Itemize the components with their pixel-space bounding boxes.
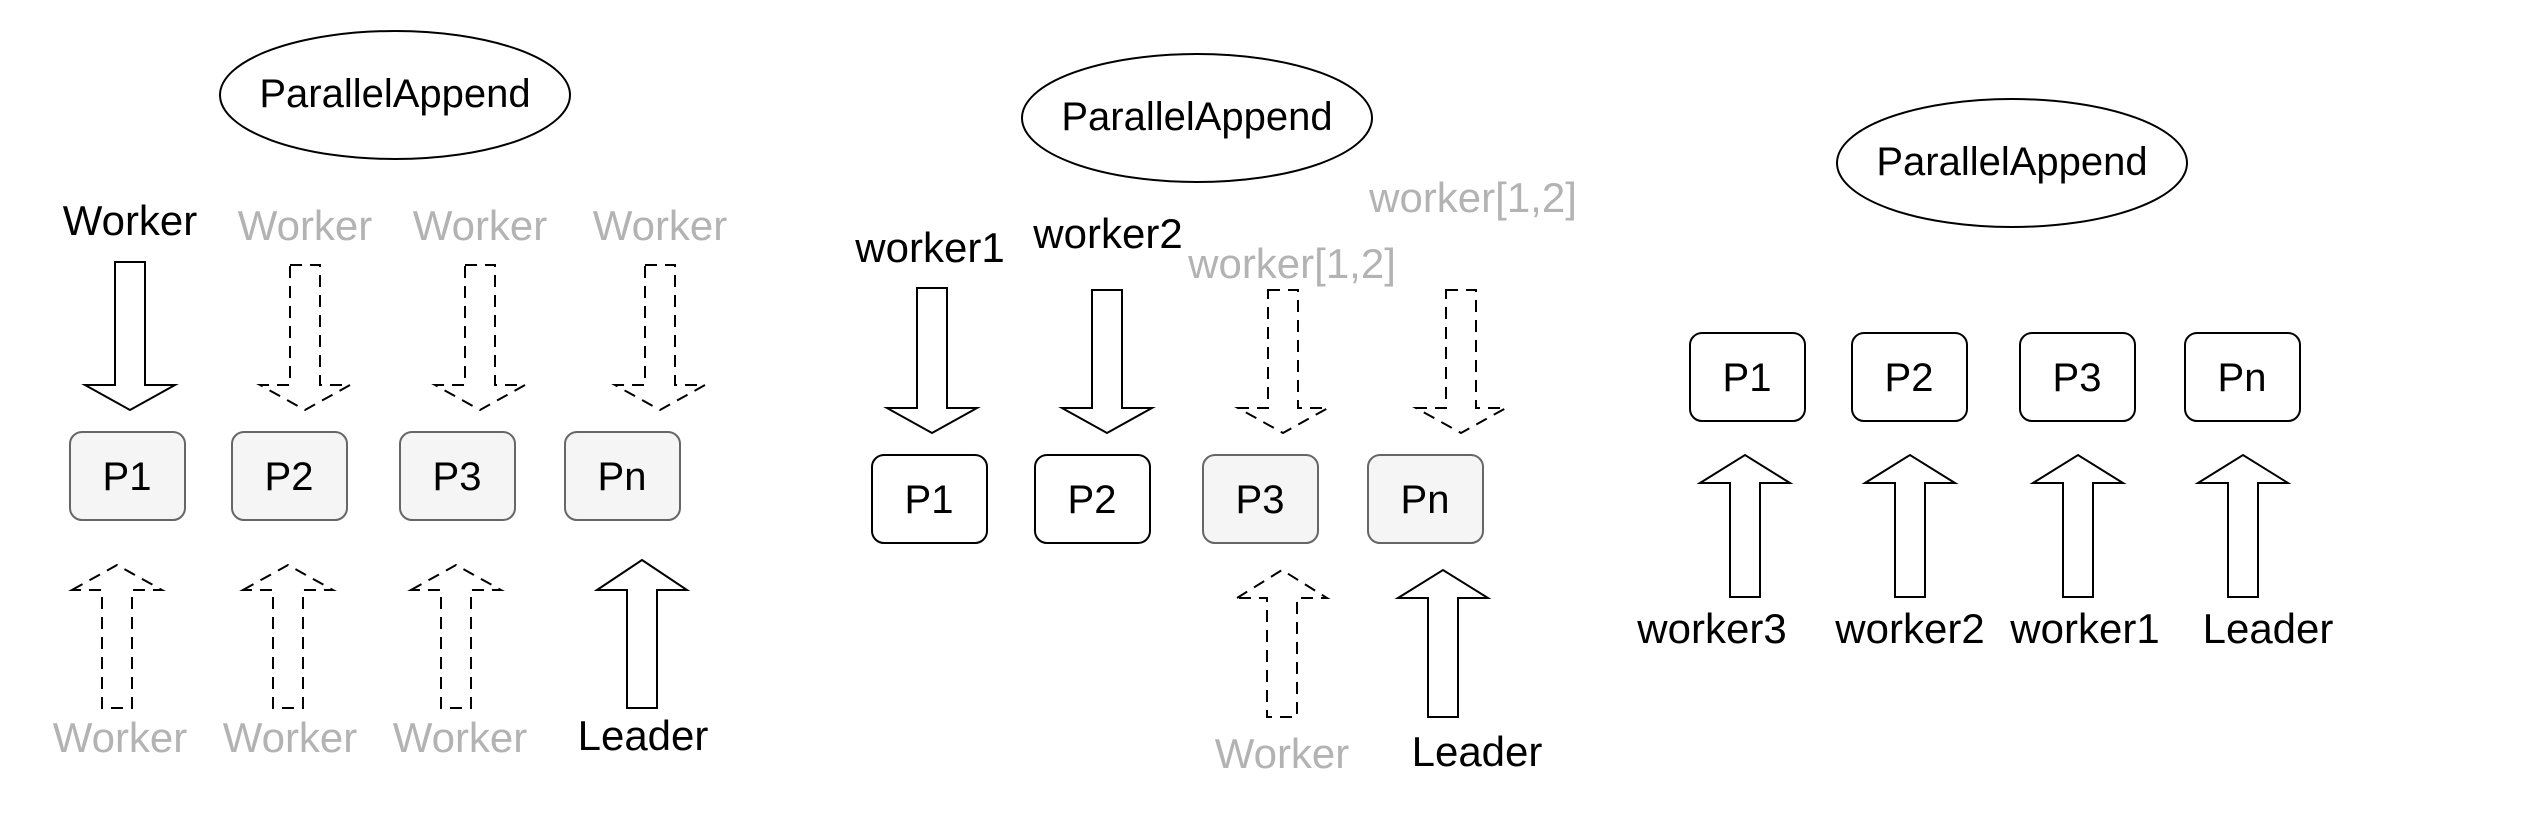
panel-2-box-2 — [1034, 454, 1151, 544]
panel-3-box-3 — [2019, 332, 2136, 422]
panel-1-top-label-4: Worker — [593, 202, 728, 249]
panel-2-top-label-2: worker2 — [1032, 210, 1182, 257]
panel-2-up-arrow-1 — [1233, 568, 1331, 718]
panel-2-bottom-label-2: Leader — [1412, 728, 1543, 775]
panel-3-bottom-label-4: Leader — [2203, 605, 2334, 652]
panel-2-box-label-4: Pn — [1401, 478, 1450, 522]
panel-1-box-4 — [564, 431, 681, 521]
panel-1-up-arrow-1 — [68, 563, 166, 709]
panel-1-down-arrow-2 — [256, 264, 354, 412]
panel-2-bottom-label-1: Worker — [1215, 730, 1350, 777]
panel-3-box-label-3: P3 — [2053, 356, 2102, 400]
panel-1-up-arrow-4 — [593, 558, 691, 709]
panel-2-box-3 — [1202, 454, 1319, 544]
panel-3-up-arrow-3 — [2029, 453, 2127, 598]
panel-2-down-arrow-4 — [1412, 289, 1510, 435]
panel-1-bottom-label-4: Leader — [578, 712, 709, 759]
panel-3-up-arrow-1 — [1696, 453, 1794, 598]
panel-1-title: ParallelAppend — [259, 72, 530, 116]
panel-3-box-2 — [1851, 332, 1968, 422]
panel-2-up-arrow-2 — [1394, 568, 1492, 718]
panel-1-title-ellipse — [219, 30, 571, 160]
panel-1-box-label-1: P1 — [103, 455, 152, 499]
panel-3-up-arrow-2 — [1861, 453, 1959, 598]
panel-3: ParallelAppend P1 P2 P3 Pn worker3 worke… — [1636, 98, 2334, 652]
panel-2-box-label-1: P1 — [905, 478, 954, 522]
panel-1: ParallelAppend Worker Worker Worker Work… — [53, 30, 728, 761]
panel-2-title-ellipse — [1021, 53, 1373, 183]
panel-2-top-label-1: worker1 — [854, 224, 1004, 271]
panel-1-up-arrow-3 — [407, 563, 505, 709]
panel-2-title: ParallelAppend — [1061, 95, 1332, 139]
panel-3-bottom-label-1: worker3 — [1636, 605, 1786, 652]
panel-1-top-label-3: Worker — [413, 202, 548, 249]
panel-1-down-arrow-4 — [611, 264, 709, 412]
panel-1-box-1 — [69, 431, 186, 521]
panel-1-box-label-3: P3 — [433, 455, 482, 499]
panel-2-box-label-3: P3 — [1236, 478, 1285, 522]
panel-2-box-4 — [1367, 454, 1484, 544]
panel-1-bottom-label-1: Worker — [53, 714, 188, 761]
panel-3-box-label-4: Pn — [2218, 356, 2267, 400]
panel-3-up-arrow-4 — [2194, 453, 2292, 598]
panel-3-box-4 — [2184, 332, 2301, 422]
panel-1-bottom-label-2: Worker — [223, 714, 358, 761]
panel-1-down-arrow-3 — [431, 264, 529, 412]
panel-2-top-label-4: worker[1,2] — [1368, 174, 1577, 221]
panel-1-box-label-4: Pn — [598, 455, 647, 499]
panel-3-box-label-1: P1 — [1723, 356, 1772, 400]
panel-3-bottom-label-2: worker2 — [1834, 605, 1984, 652]
panel-2-box-1 — [871, 454, 988, 544]
panel-1-box-2 — [231, 431, 348, 521]
panel-3-title: ParallelAppend — [1876, 140, 2147, 184]
panel-1-box-3 — [399, 431, 516, 521]
panel-1-up-arrow-2 — [239, 563, 337, 709]
panel-2-down-arrow-2 — [1058, 289, 1156, 435]
panel-3-box-1 — [1689, 332, 1806, 422]
panel-2-top-label-3: worker[1,2] — [1187, 240, 1396, 287]
panel-1-top-label-2: Worker — [238, 202, 373, 249]
panel-1-box-label-2: P2 — [265, 455, 314, 499]
panel-2-down-arrow-1 — [883, 287, 981, 435]
panel-1-bottom-label-3: Worker — [393, 714, 528, 761]
panel-2: ParallelAppend worker1 worker2 worker[1,… — [854, 53, 1577, 777]
panel-3-title-ellipse — [1836, 98, 2188, 228]
panel-2-down-arrow-3 — [1234, 289, 1332, 435]
panel-1-top-label-1: Worker — [63, 197, 198, 244]
panel-1-down-arrow-1 — [81, 261, 179, 412]
panel-3-bottom-label-3: worker1 — [2009, 605, 2159, 652]
panel-2-box-label-2: P2 — [1068, 478, 1117, 522]
panel-3-box-label-2: P2 — [1885, 356, 1934, 400]
